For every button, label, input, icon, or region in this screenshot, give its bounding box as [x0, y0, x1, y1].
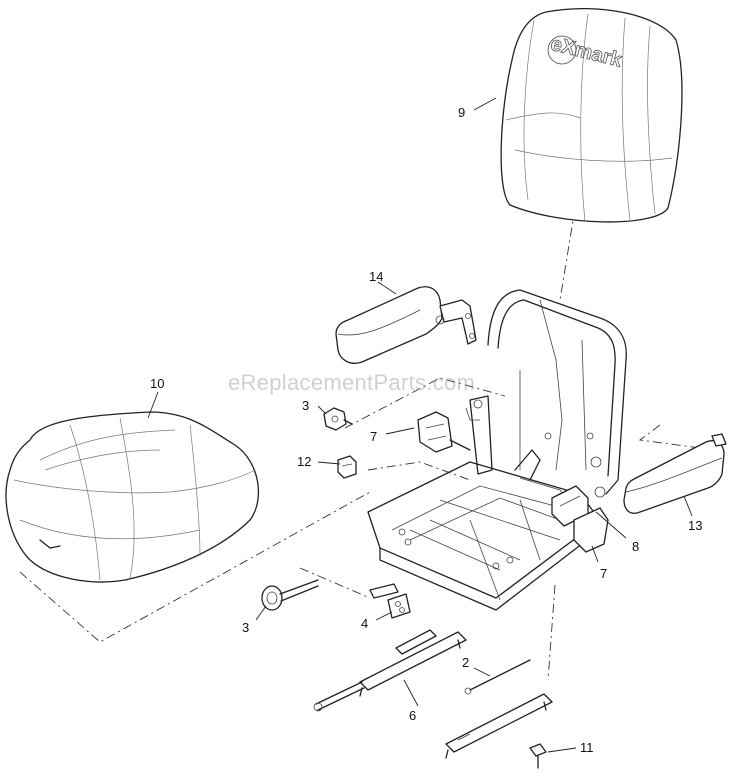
part-7-right-cover — [573, 507, 609, 553]
callout-10: 10 — [150, 376, 164, 391]
part-10-seat-cushion — [5, 411, 260, 583]
callout-7-upper: 7 — [370, 429, 377, 444]
part-11-bolt — [529, 743, 547, 769]
callout-3-lower: 3 — [242, 620, 249, 635]
alignment-lines — [19, 189, 701, 681]
callout-6: 6 — [409, 708, 416, 723]
callout-11: 11 — [580, 740, 594, 755]
callout-13: 13 — [688, 518, 702, 533]
callout-14: 14 — [369, 269, 383, 284]
part-2-rod — [464, 659, 531, 695]
watermark: eReplacementParts.com — [228, 370, 476, 395]
callout-3-upper: 3 — [302, 398, 309, 413]
callout-7-right: 7 — [600, 566, 607, 581]
part-14-left-armrest — [335, 286, 477, 364]
callout-8: 8 — [632, 539, 639, 554]
leader-lines — [147, 97, 693, 753]
part-3-lower-knob — [261, 579, 319, 611]
callout-9: 9 — [458, 105, 465, 120]
seat-frame-assembly — [367, 289, 627, 611]
part-9-seat-back-cushion: eXmark — [500, 7, 683, 223]
callout-2: 2 — [462, 655, 469, 670]
part-12-clip — [337, 455, 357, 479]
callout-4: 4 — [361, 616, 368, 631]
part-6-slide-rails — [313, 629, 553, 759]
callout-12: 12 — [297, 454, 311, 469]
part-13-right-armrest — [623, 433, 727, 514]
part-7-upper-switch-assembly — [417, 411, 471, 453]
part-4-switch — [369, 583, 411, 619]
part-3-upper-knob — [323, 407, 353, 431]
callout-labels: 9 14 10 3 7 12 8 13 7 3 4 2 6 11 — [150, 105, 702, 755]
